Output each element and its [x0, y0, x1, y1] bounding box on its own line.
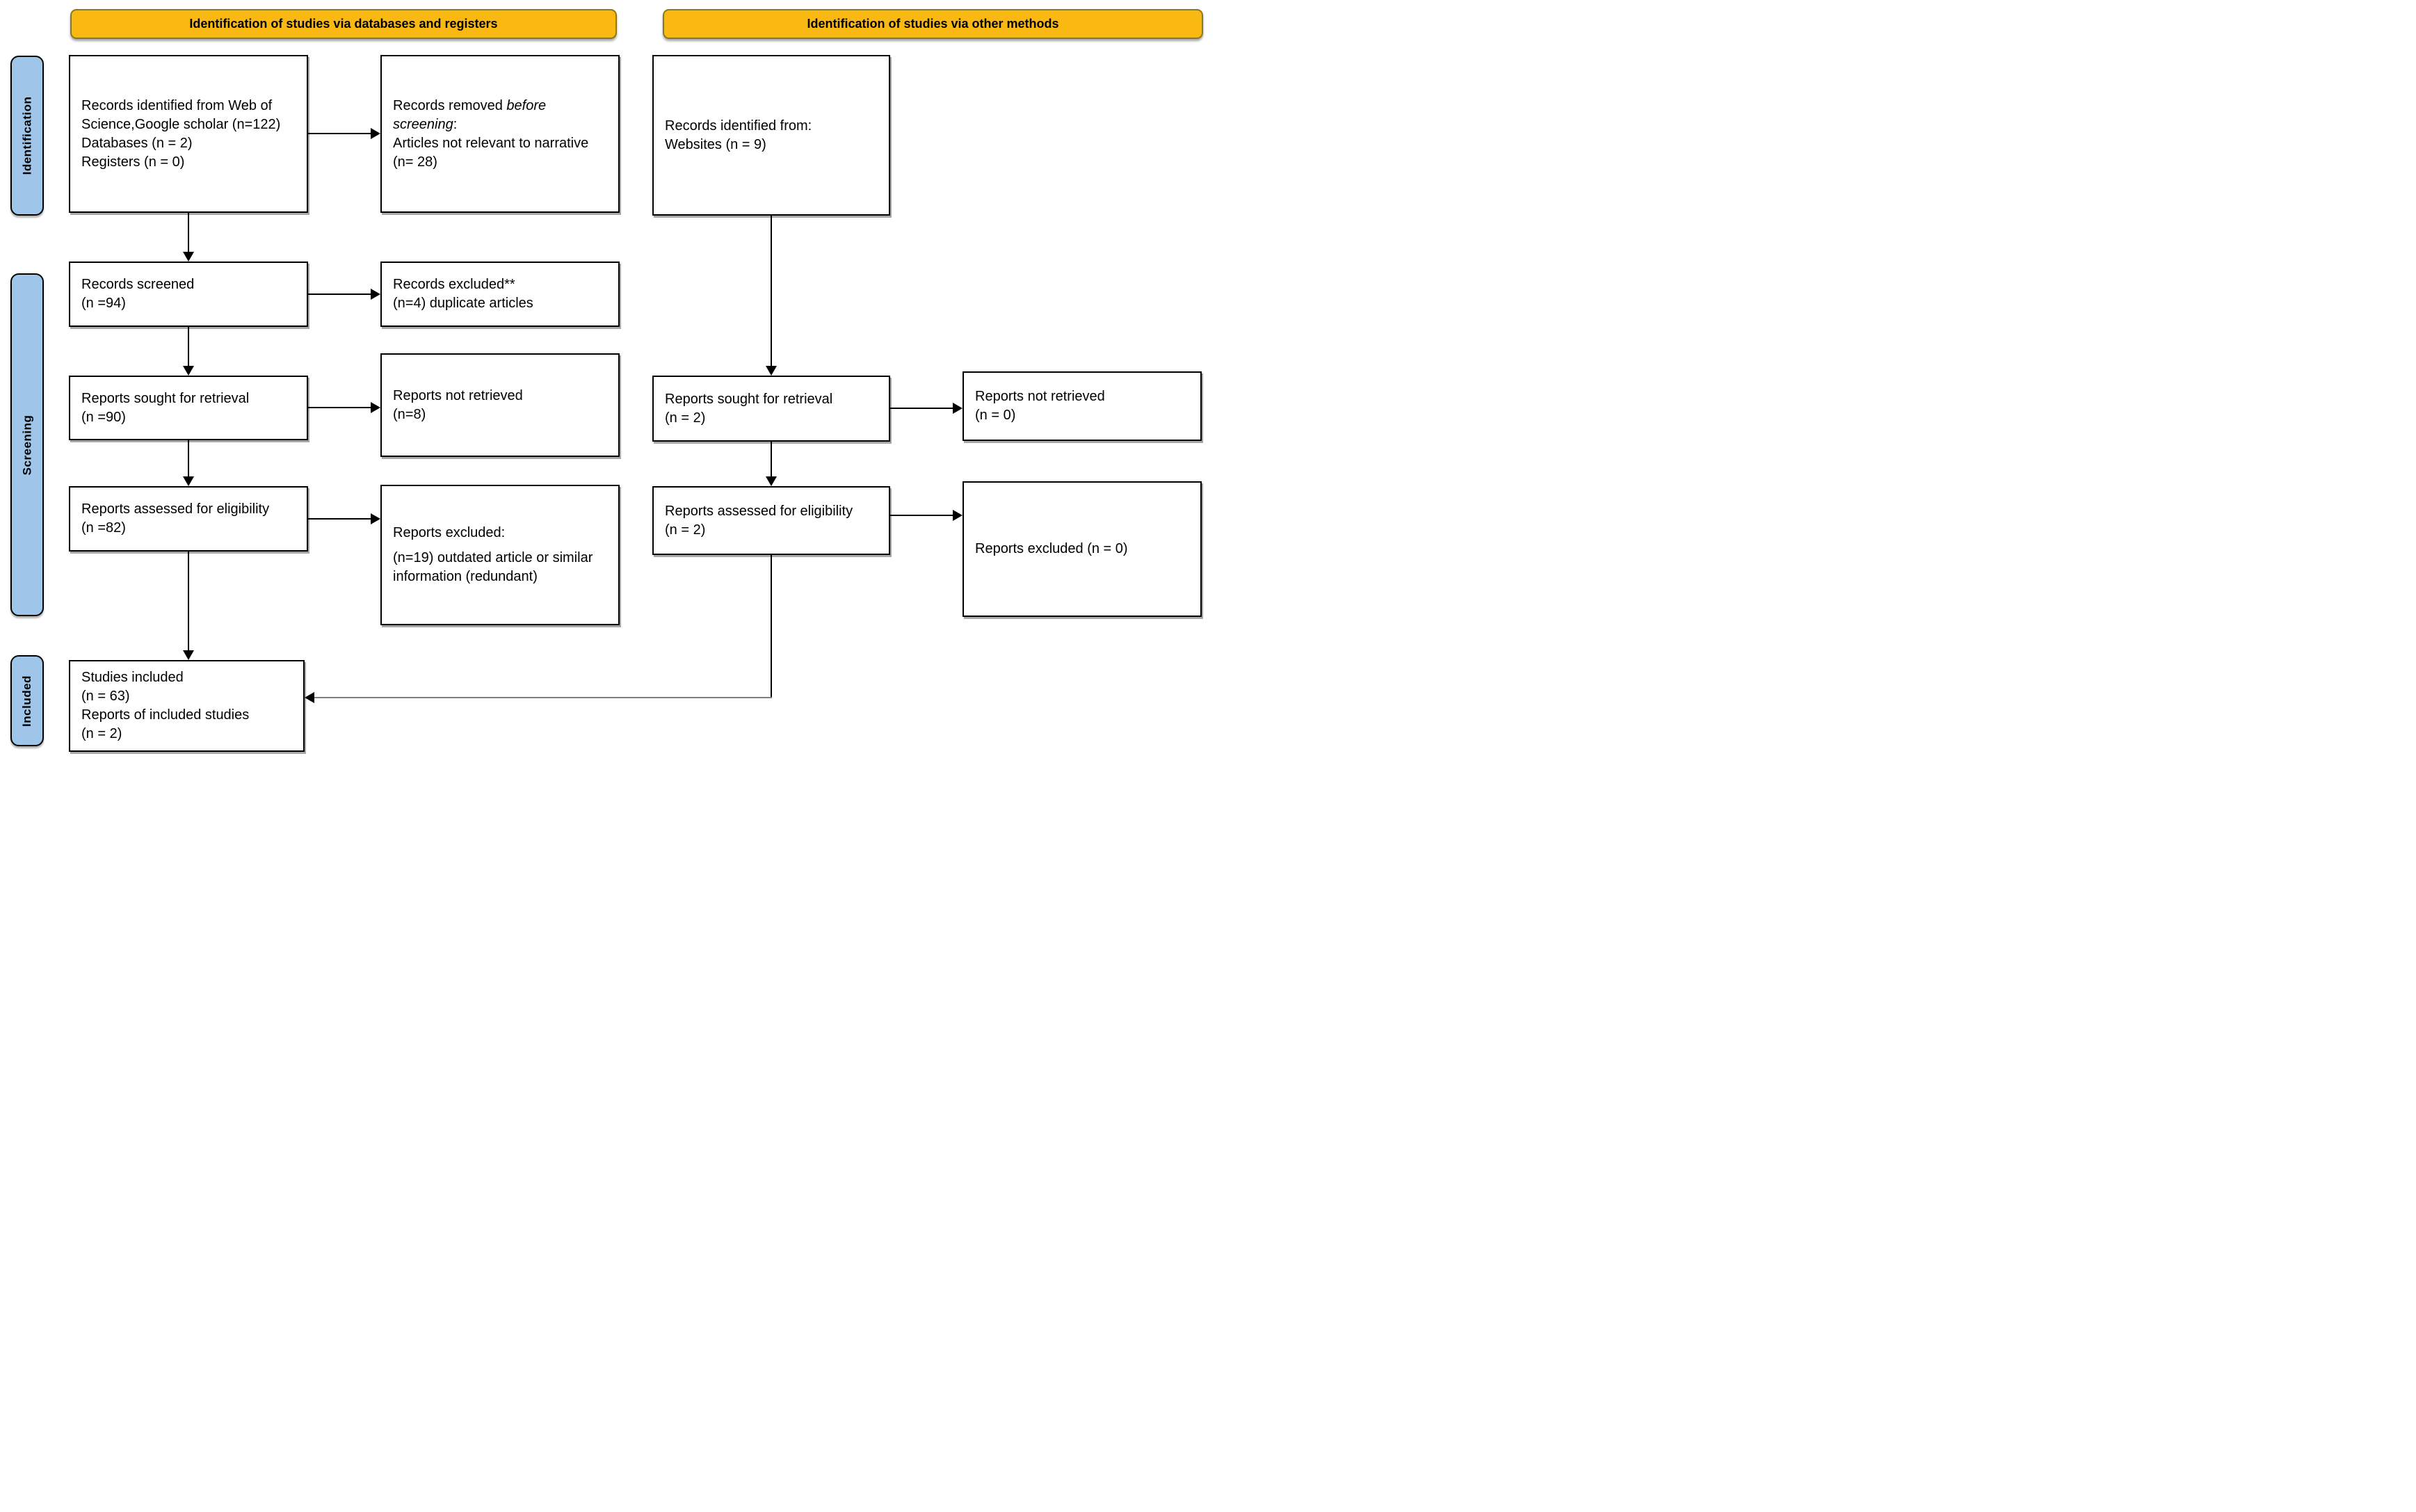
- connector-sought-to-not-retrieved-db: [308, 407, 371, 408]
- box-text-line: Records identified from Web of: [81, 97, 273, 113]
- connector-identified-to-screened: [188, 213, 189, 252]
- box-text: Records identified from: Websites (n = 9): [654, 117, 889, 154]
- arrowhead-identified-to-removed: [371, 128, 380, 139]
- box-text-line: Reports excluded (n = 0): [975, 541, 1128, 556]
- arrowhead-other-to-included: [305, 692, 314, 703]
- box-text-line: (n = 2): [665, 410, 706, 426]
- box-text-line: Records removed before: [393, 97, 547, 113]
- arrowhead-sought-to-not-retrieved-db: [371, 402, 380, 413]
- box-text-line: Websites (n = 9): [665, 136, 766, 152]
- box-records-removed-before-screening: Records removed before screening: Articl…: [380, 55, 620, 213]
- connector-identified-to-removed: [308, 133, 371, 134]
- box-text-line: (n =90): [81, 409, 126, 425]
- box-text-line: Reports not retrieved: [393, 387, 523, 403]
- box-text: Records excluded** (n=4) duplicate articl…: [382, 275, 618, 313]
- stage-identification: Identification: [10, 56, 44, 216]
- arrowhead-sought-to-not-retrieved-other: [953, 403, 963, 414]
- box-text-line: (n = 2): [665, 522, 706, 538]
- box-text: Reports sought for retrieval (n =90): [70, 389, 307, 427]
- arrowhead-assessed-to-excluded-db: [371, 513, 380, 524]
- box-text-line: Records excluded**: [393, 277, 515, 292]
- stage-screening: Screening: [10, 273, 44, 616]
- box-text: Reports excluded: (n=19) outdated articl…: [382, 524, 618, 586]
- connector-websites-to-sought: [771, 216, 772, 366]
- box-reports-not-retrieved-databases: Reports not retrieved (n=8): [380, 353, 620, 457]
- box-text: Reports not retrieved (n = 0): [964, 387, 1200, 425]
- stage-label: Included: [20, 675, 33, 727]
- stage-label: Identification: [20, 96, 33, 175]
- box-text: Reports assessed for eligibility (n = 2): [654, 502, 889, 540]
- box-text: Reports assessed for eligibility (n =82): [70, 500, 307, 538]
- box-records-screened: Records screened (n =94): [69, 262, 308, 327]
- banner-label: Identification of studies via other meth…: [807, 17, 1059, 31]
- arrowhead-sought-to-assessed-other: [766, 476, 777, 486]
- box-text-line: (n=8): [393, 406, 426, 422]
- box-text: Studies included (n = 63) Reports of inclu…: [70, 668, 303, 743]
- connector-assessed-to-excluded-other: [890, 515, 953, 516]
- box-reports-assessed-databases: Reports assessed for eligibility (n =82): [69, 486, 308, 552]
- box-text-line: Reports assessed for eligibility: [81, 501, 270, 517]
- connector-assessed-to-excluded-db: [308, 518, 371, 520]
- box-text-line: Science,Google scholar (n=122): [81, 116, 281, 132]
- box-text-line: (n = 2): [81, 726, 122, 741]
- box-text-line: Reports excluded:: [393, 525, 506, 540]
- box-records-excluded: Records excluded** (n=4) duplicate articl…: [380, 262, 620, 327]
- box-text-line: information (redundant): [393, 569, 538, 584]
- box-text: Records identified from Web of Science,Go…: [70, 97, 307, 172]
- connector-assessed-other-down: [771, 555, 772, 698]
- box-reports-assessed-other: Reports assessed for eligibility (n = 2): [652, 486, 890, 555]
- box-text-line: Records screened: [81, 277, 195, 292]
- box-reports-excluded-databases: Reports excluded: (n=19) outdated articl…: [380, 485, 620, 625]
- box-reports-sought-databases: Reports sought for retrieval (n =90): [69, 376, 308, 440]
- box-text: Reports not retrieved (n=8): [382, 387, 618, 424]
- arrowhead-assessed-to-included: [183, 650, 194, 660]
- box-text-line: (n= 28): [393, 154, 437, 170]
- box-text-line: Reports of included studies: [81, 707, 250, 723]
- arrowhead-assessed-to-excluded-other: [953, 510, 963, 521]
- arrowhead-sought-to-assessed-db: [183, 476, 194, 486]
- connector-sought-to-not-retrieved-other: [890, 408, 953, 409]
- box-text-line: (n = 63): [81, 689, 130, 704]
- box-text-line: (n = 0): [975, 408, 1016, 423]
- box-reports-sought-other: Reports sought for retrieval (n = 2): [652, 376, 890, 442]
- arrowhead-screened-to-excluded: [371, 289, 380, 300]
- banner-other-methods: Identification of studies via other meth…: [663, 9, 1203, 39]
- box-text-line: Reports not retrieved: [975, 389, 1105, 404]
- box-text-line: screening:: [393, 116, 458, 132]
- box-records-identified-databases: Records identified from Web of Science,Go…: [69, 55, 308, 213]
- box-text: Records removed before screening: Articl…: [382, 97, 618, 172]
- box-reports-excluded-other: Reports excluded (n = 0): [963, 481, 1202, 617]
- box-text-line: Reports sought for retrieval: [665, 391, 833, 407]
- box-records-identified-websites: Records identified from: Websites (n = 9): [652, 55, 890, 216]
- box-text-line: Studies included: [81, 670, 184, 685]
- box-text-line: (n=19) outdated article or similar: [393, 550, 593, 565]
- connector-assessed-to-included: [188, 552, 189, 650]
- box-studies-included: Studies included (n = 63) Reports of inclu…: [69, 660, 305, 752]
- arrowhead-websites-to-sought: [766, 366, 777, 376]
- banner-label: Identification of studies via databases …: [189, 17, 498, 31]
- box-text: Records screened (n =94): [70, 275, 307, 313]
- box-text-line: Reports assessed for eligibility: [665, 503, 853, 519]
- box-text-line: (n=4) duplicate articles: [393, 296, 533, 311]
- box-text: Reports sought for retrieval (n = 2): [654, 390, 889, 428]
- connector-sought-to-assessed-other: [771, 442, 772, 476]
- box-text: Reports excluded (n = 0): [964, 540, 1200, 558]
- connector-screened-to-sought: [188, 327, 189, 366]
- box-text-line: Records identified from:: [665, 118, 812, 134]
- box-text-line: Databases (n = 2): [81, 135, 193, 151]
- arrowhead-screened-to-sought: [183, 366, 194, 376]
- box-text-line: (n =82): [81, 520, 126, 536]
- banner-databases-registers: Identification of studies via databases …: [70, 9, 617, 39]
- arrowhead-identified-to-screened: [183, 252, 194, 262]
- box-text-line: Registers (n = 0): [81, 154, 185, 170]
- stage-label: Screening: [20, 415, 34, 475]
- box-text-line: Articles not relevant to narrative: [393, 135, 589, 151]
- connector-screened-to-excluded: [308, 293, 371, 295]
- connector-sought-to-assessed-db: [188, 440, 189, 476]
- box-text-line: (n =94): [81, 296, 126, 311]
- connector-other-to-included: [314, 697, 772, 698]
- box-reports-not-retrieved-other: Reports not retrieved (n = 0): [963, 371, 1202, 441]
- box-text-line: Reports sought for retrieval: [81, 390, 250, 406]
- stage-included: Included: [10, 655, 44, 746]
